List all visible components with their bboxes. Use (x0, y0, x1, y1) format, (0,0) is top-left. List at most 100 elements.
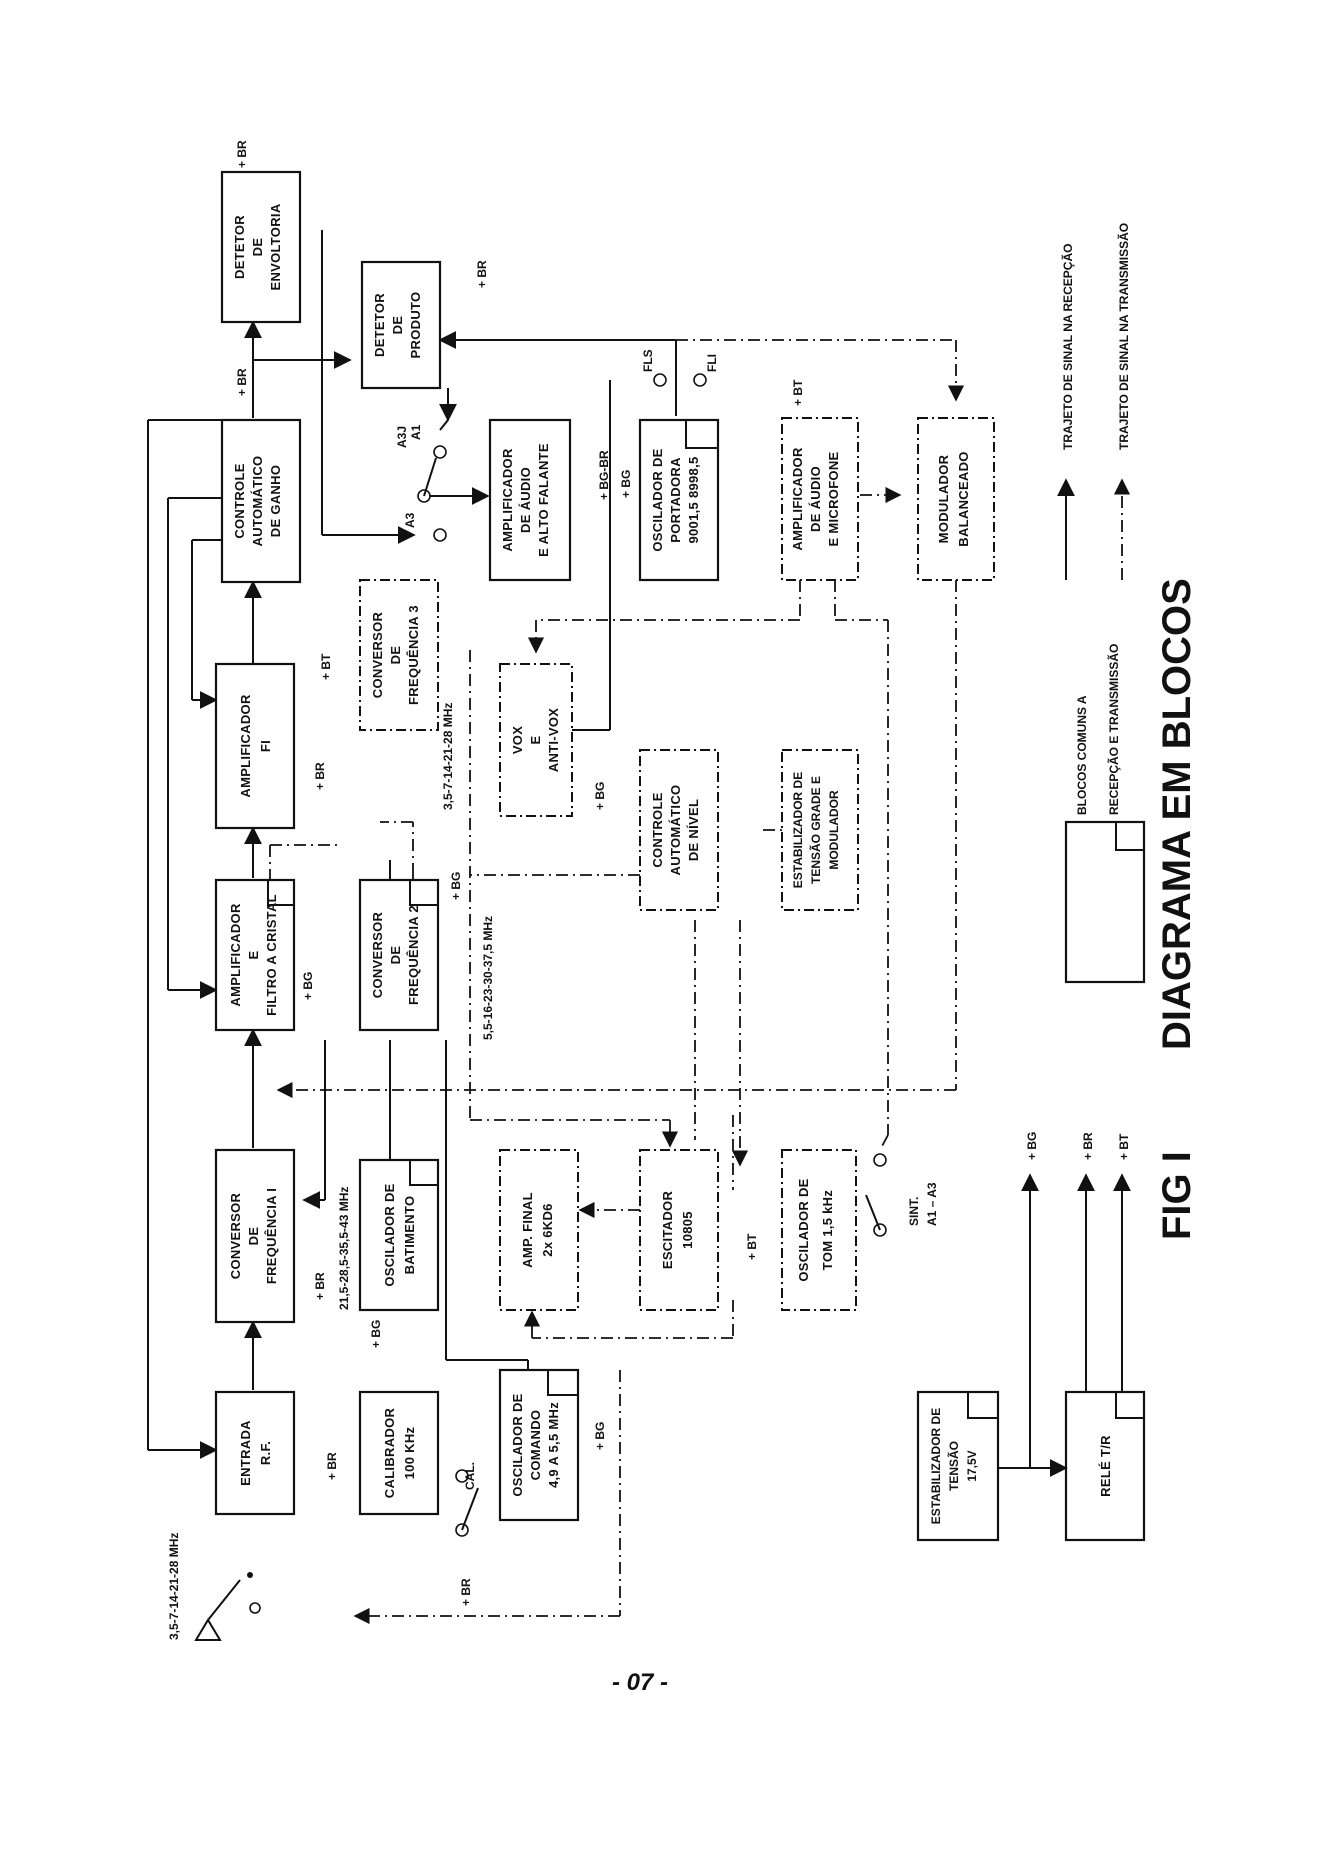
label-bg-conv2: + BG (449, 872, 463, 900)
block-amplificador-audio-alto-falante: AMPLIFICADOR DE ÁUDIO E ALTO FALANTE (488, 418, 572, 582)
legend-tx-label: TRAJETO DE SINAL NA TRANSMISSÃO (1116, 223, 1131, 450)
legend-common-box (1064, 820, 1146, 984)
block-portadora-line1: OSCILADOR DE (650, 448, 665, 551)
block-micro-line1: AMPLIFICADOR (790, 447, 805, 551)
block-conv2-line3: FREQUÊNCIA 2 (406, 905, 421, 1005)
block-ampfiltro-line2: E (246, 950, 261, 959)
block-grade-line1: ESTABILIZADOR DE (791, 772, 805, 888)
sint-switch-icon (865, 1153, 887, 1237)
block-cag-line2: AUTOMÁTICO (250, 456, 265, 547)
block-detetor-produto: DETETOR DE PRODUTO (360, 260, 442, 390)
block-controle-automatico-ganho: CONTROLE AUTOMÁTICO DE GANHO (220, 418, 302, 584)
block-modulador-balanceado: MODULADOR BALANCEADO (917, 417, 995, 581)
transmission-signal-lines (261, 339, 965, 1625)
block-ampfiltro-line3: FILTRO A CRISTAL (264, 894, 279, 1016)
legend: BLOCOS COMUNS A RECEPÇÃO E TRANSMISSÃO T… (1057, 223, 1146, 984)
label-br-rele: + BR (1081, 1132, 1095, 1160)
cal-switch-icon (455, 1469, 479, 1537)
block-detetor-envoltoria: DETETOR DE ENVOLTORIA (220, 170, 302, 324)
block-audio-line3: E ALTO FALANTE (536, 443, 551, 557)
block-calibrador-line1: CALIBRADOR (382, 1408, 397, 1499)
block-envoltoria-line2: DE (250, 238, 265, 257)
block-17v-line2: TENSÃO (946, 1441, 961, 1491)
block-entrada-rf: ENTRADA R.F. (214, 1390, 296, 1516)
power-lines (998, 1173, 1131, 1477)
block-tom-line2: TOM 1,5 kHz (820, 1190, 835, 1271)
block-conv2-line1: CONVERSOR (370, 911, 385, 998)
block-conv3-line1: CONVERSOR (370, 611, 385, 698)
label-a3j: A3J (395, 426, 409, 448)
label-bt-conv3: + BT (319, 653, 333, 680)
block-comando-line3: 4,9 A 5,5 MHz (546, 1402, 561, 1488)
label-bg-batimento: + BG (369, 1320, 383, 1348)
label-br-cag: + BR (235, 368, 249, 396)
block-ampfinal-line2: 2x 6KD6 (540, 1203, 555, 1256)
block-17v-line3: 17,5V (965, 1450, 979, 1481)
block-oscilador-tom: OSCILADOR DE TOM 1,5 kHz (781, 1149, 857, 1311)
block-portadora-line3: 9001,5 8998,5 (686, 456, 701, 543)
block-comando-line2: COMANDO (528, 1410, 543, 1481)
annotation-labels: 3,5-7-14-21-28 MHz 21,5-28,5-35,5-43 MHz… (167, 140, 1131, 1640)
block-audio-line1: AMPLIFICADOR (500, 448, 515, 552)
block-ampfinal-line1: AMP. FINAL (520, 1192, 535, 1268)
block-modulador-line2: BALANCEADO (956, 451, 971, 546)
block-entrada-line1: ENTRADA (238, 1420, 253, 1486)
label-bt-tom: + BT (745, 1233, 759, 1260)
label-a3: A3 (403, 512, 417, 528)
label-br-envoltoria: + BR (235, 140, 249, 168)
block-envoltoria-line3: ENVOLTORIA (268, 203, 283, 290)
label-bt-rele: + BT (1117, 1133, 1131, 1160)
block-vox-line1: VOX (510, 726, 525, 754)
block-estabilizador-grade-modulador: ESTABILIZADOR DE TENSÃO GRADE E MODULADO… (781, 749, 859, 911)
block-conversor-frequencia-3: CONVERSOR DE FREQUÊNCIA 3 (359, 579, 439, 731)
legend-common-line2: RECEPÇÃO E TRANSMISSÃO (1106, 644, 1121, 815)
block-micro-line3: E MICROFONE (826, 451, 841, 546)
block-conversor-frequencia-1: CONVERSOR DE FREQUÊNCIA I (214, 1148, 296, 1324)
block-tom-line1: OSCILADOR DE (796, 1178, 811, 1281)
label-br-fi: + BR (313, 762, 327, 790)
label-sint: SINT. (907, 1197, 921, 1226)
reception-signal-lines (147, 230, 677, 1508)
label-a1: A1 (409, 424, 423, 440)
label-bg-filtro: + BG (301, 972, 315, 1000)
block-conv3-line3: FREQUÊNCIA 3 (406, 605, 421, 705)
label-fli: FLI (705, 354, 719, 372)
block-rele-line1: RELÉ T/R (1098, 1435, 1113, 1497)
block-micro-line2: DE ÁUDIO (808, 466, 823, 532)
block-conv1-line1: CONVERSOR (228, 1192, 243, 1279)
block-vox-anti-vox: VOX E ANTI-VOX (499, 663, 573, 817)
label-a1-a3: A1 – A3 (925, 1182, 939, 1226)
block-conv2-line2: DE (388, 946, 403, 965)
block-estabilizador-tensao-17v: ESTABILIZADOR DE TENSÃO 17,5V (916, 1390, 1000, 1542)
label-bg-audio: + BG (619, 470, 633, 498)
label-bt-micro: + BT (791, 379, 805, 406)
label-bg-br: + BG-BR (597, 450, 611, 500)
block-cag-line3: DE GANHO (268, 465, 283, 537)
block-produto-line2: DE (390, 316, 405, 335)
block-batimento-line1: OSCILADOR DE (382, 1183, 397, 1286)
label-conv1-freq: 21,5-28,5-35,5-43 MHz (337, 1187, 351, 1310)
block-calibrador-line2: 100 KHz (402, 1426, 417, 1479)
block-grade-line2: TENSÃO GRADE E (808, 776, 823, 884)
block-audio-line2: DE ÁUDIO (518, 467, 533, 533)
block-conv3-line2: DE (388, 646, 403, 665)
block-controle-automatico-nivel: CONTROLE AUTOMÁTICO DE NÍVEL (639, 749, 719, 911)
block-conv1-line3: FREQUÊNCIA I (264, 1188, 279, 1284)
block-rele-tr: RELÉ T/R (1064, 1390, 1146, 1542)
label-br-entrada: + BR (325, 1452, 339, 1480)
block-portadora-line2: PORTADORA (668, 457, 683, 543)
figure-label: FIG I (1155, 1151, 1199, 1240)
label-br-calibrador: + BR (459, 1578, 473, 1606)
page-number: - 07 - (612, 1669, 668, 1696)
antenna-icon (194, 1572, 261, 1641)
block-nivel-line2: AUTOMÁTICO (668, 785, 683, 876)
fls-fli-taps (653, 373, 707, 387)
block-ampfi-line2: FI (258, 740, 273, 752)
block-batimento-line2: BATIMENTO (402, 1196, 417, 1275)
block-17v-line1: ESTABILIZADOR DE (929, 1408, 943, 1524)
block-oscilador-portadora: OSCILADOR DE PORTADORA 9001,5 8998,5 (638, 418, 720, 582)
label-conv3-freq: 3,5-7-14-21-28 MHz (441, 703, 455, 810)
block-oscilador-batimento: OSCILADOR DE BATIMENTO (358, 1158, 440, 1312)
legend-rx-label: TRAJETO DE SINAL NA RECEPÇÃO (1060, 244, 1075, 450)
block-vox-line2: E (528, 735, 543, 744)
